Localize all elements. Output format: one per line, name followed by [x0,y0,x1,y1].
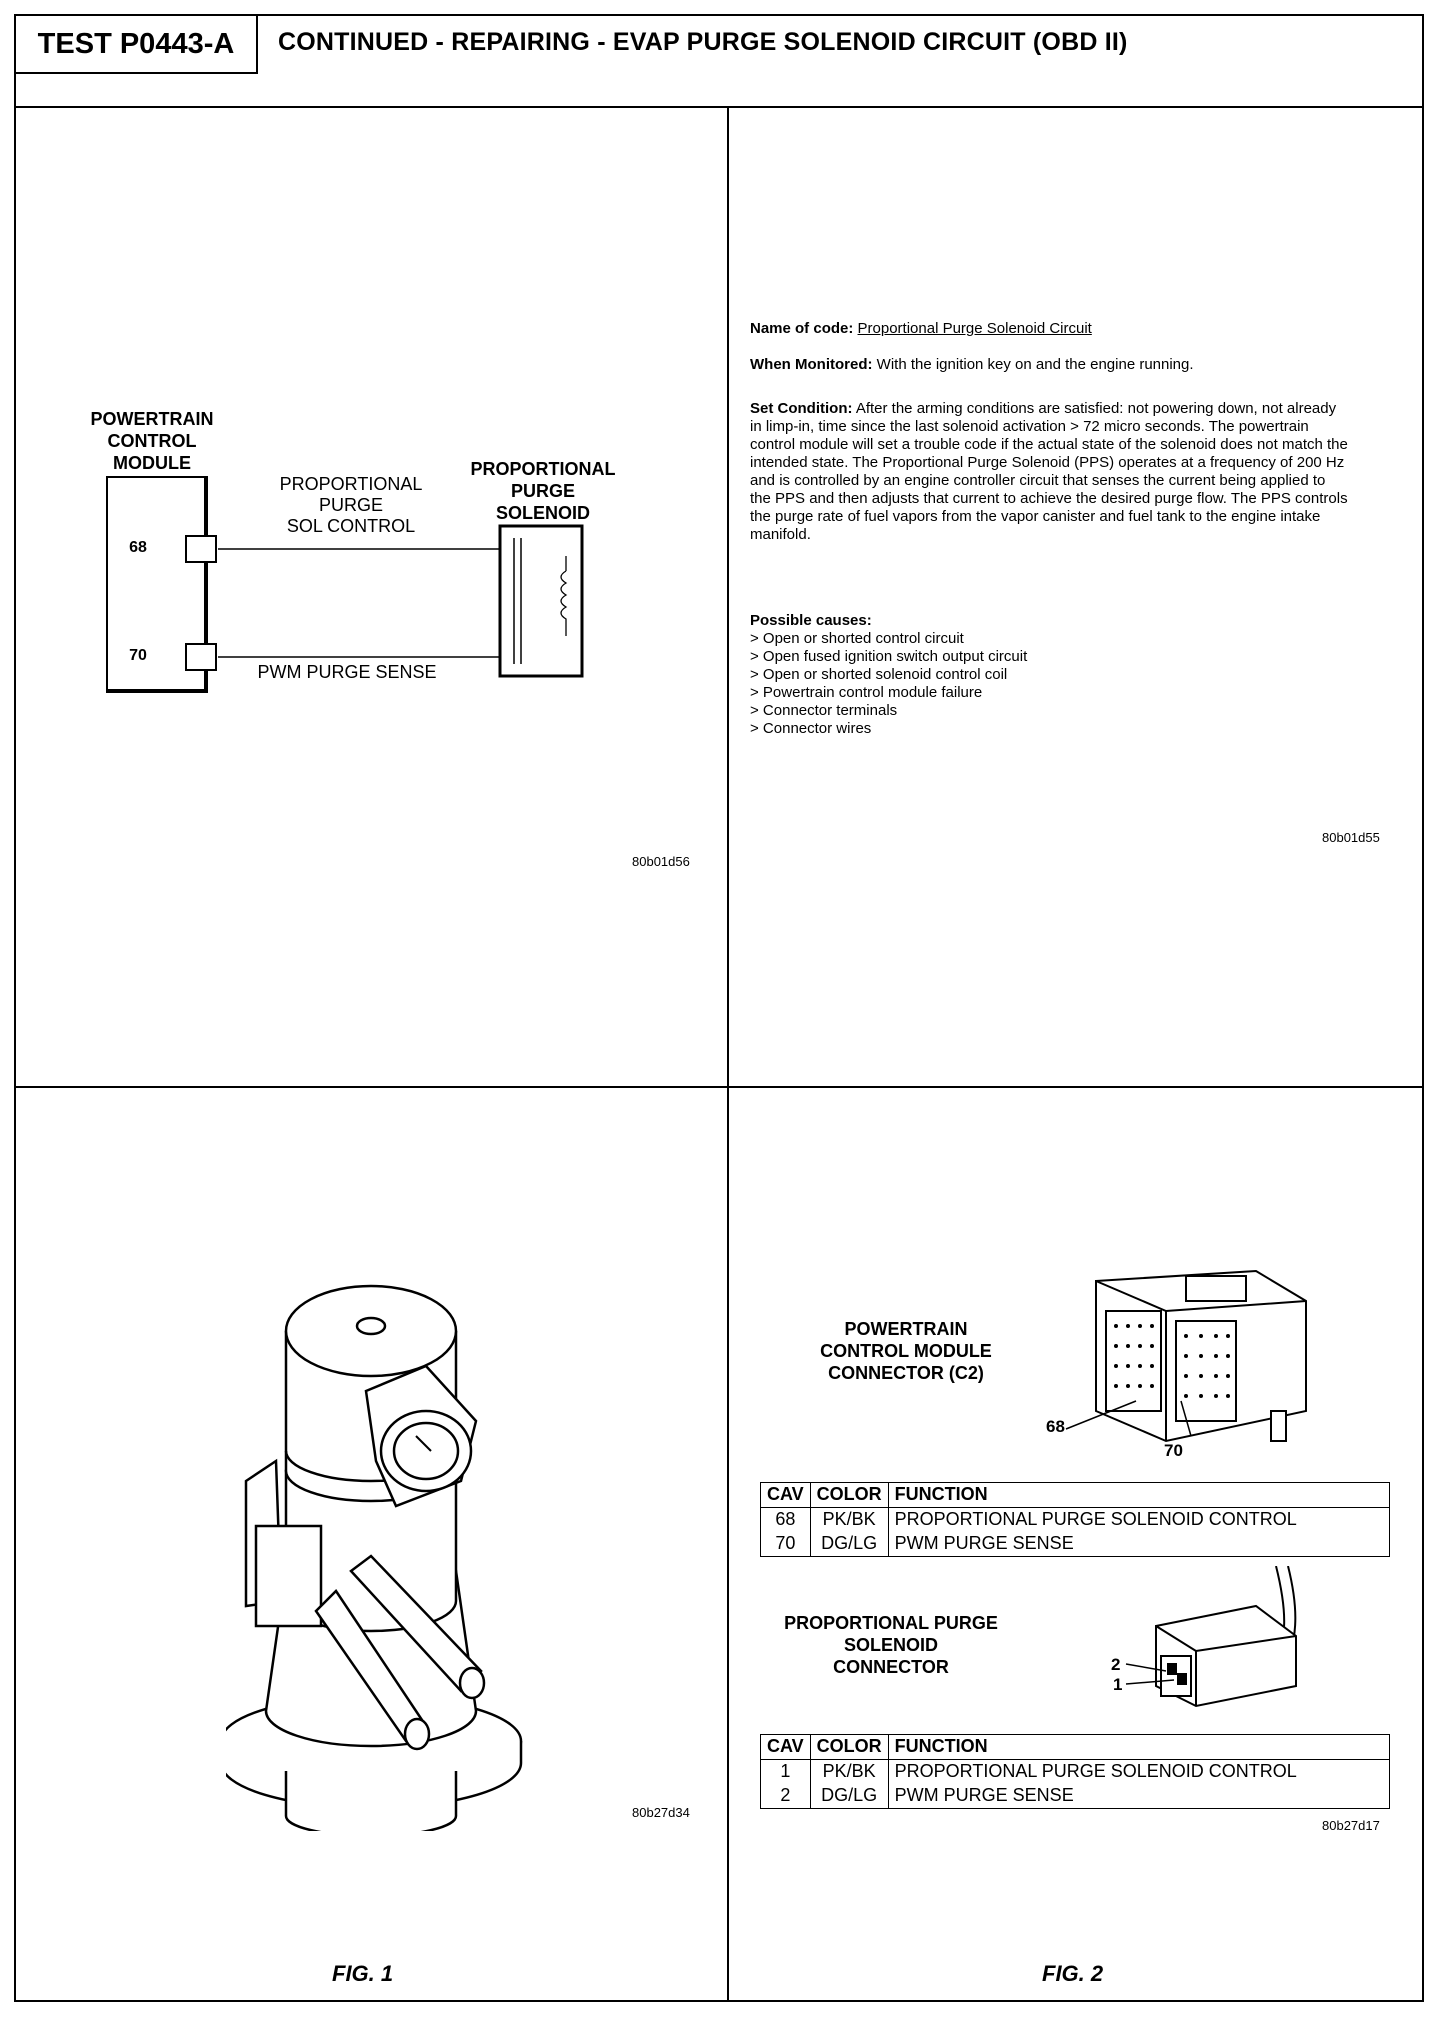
coil-icon [560,556,568,636]
pcm-box [106,476,208,693]
col-cav: CAV [760,1482,811,1508]
purge-solenoid-illustration [226,1284,523,1831]
pcm-pin-68-label: 68 [1046,1417,1065,1436]
schematic-diagram [106,476,584,693]
col-cav: CAV [760,1734,811,1760]
page-frame: TEST P0443-A CONTINUED - REPAIRING - EVA… [14,14,1424,2002]
cause-item: > Open or shorted control circuit [750,630,964,647]
pcm-connector-label: POWERTRAIN CONTROL MODULE CONNECTOR (C2) [820,1319,992,1383]
image-code-fig1: 80b27d34 [632,1805,690,1820]
causes-list: > Open or shorted control circuit > Open… [750,630,1350,738]
cause-item: > Open or shorted solenoid control coil [750,666,1008,683]
pcm-label: POWERTRAIN CONTROL MODULE [90,409,214,473]
pin-68-box [185,535,217,563]
middle-divider [16,1086,1422,1088]
test-code: TEST P0443-A [37,27,235,60]
sol-pin-1-label: 1 [1113,1675,1123,1694]
cause-item: > Open fused ignition switch output circ… [750,648,1028,665]
pcm-connector-illustration [1065,1269,1307,1443]
fig2-caption: FIG. 2 [1042,1961,1104,1986]
table-row: 2 DG/LG PWM PURGE SENSE [760,1784,1391,1809]
pcm-cavity-table: CAV COLOR FUNCTION 68 PK/BK PROPORTIONAL… [760,1482,1391,1557]
fig1-caption: FIG. 1 [332,1961,394,1986]
image-code-description: 80b01d55 [1322,830,1380,845]
header-divider [16,106,1422,108]
solenoid-connector-illustration [1125,1566,1297,1708]
cause-item: > Powertrain control module failure [750,684,983,701]
wire2-label: PWM PURGE SENSE [257,662,437,682]
col-color: COLOR [809,1482,889,1508]
set-condition-paragraph: Set Condition: After the arming conditio… [750,400,1348,543]
possible-causes: Possible causes: > Open or shorted contr… [750,612,1350,738]
pcm-pin-70-label: 70 [1164,1441,1183,1460]
wire1-label: PROPORTIONAL PURGE SOL CONTROL [279,474,423,536]
solenoid-connector-label: PROPORTIONAL PURGE SOLENOID CONNECTOR [784,1613,998,1677]
table-row: 70 DG/LG PWM PURGE SENSE [760,1532,1391,1557]
column-divider [727,108,729,2002]
test-code-box: TEST P0443-A [16,16,258,74]
table-row: 68 PK/BK PROPORTIONAL PURGE SOLENOID CON… [760,1507,1391,1532]
pin-70-box [185,643,217,671]
causes-heading: Possible causes: [750,612,872,629]
table-row: 1 PK/BK PROPORTIONAL PURGE SOLENOID CONT… [760,1759,1391,1784]
page-title: CONTINUED - REPAIRING - EVAP PURGE SOLEN… [278,28,1128,56]
image-code-fig2: 80b27d17 [1322,1818,1380,1833]
image-code-schematic: 80b01d56 [632,854,690,869]
solenoid-box [498,524,584,678]
col-color: COLOR [809,1734,889,1760]
col-function: FUNCTION [887,1734,1391,1760]
col-function: FUNCTION [887,1482,1391,1508]
cause-item: > Connector terminals [750,702,898,719]
code-name-line: Name of code: Proportional Purge Solenoi… [750,320,1092,337]
sol-pin-2-label: 2 [1111,1655,1121,1674]
pin-70-label: 70 [129,647,147,664]
cause-item: > Connector wires [750,720,872,737]
solenoid-label: PROPORTIONAL PURGE SOLENOID [470,459,616,523]
monitored-line: When Monitored: With the ignition key on… [750,356,1194,373]
pin-68-label: 68 [129,539,147,556]
solenoid-cavity-table: CAV COLOR FUNCTION 1 PK/BK PROPORTIONAL … [760,1734,1391,1809]
